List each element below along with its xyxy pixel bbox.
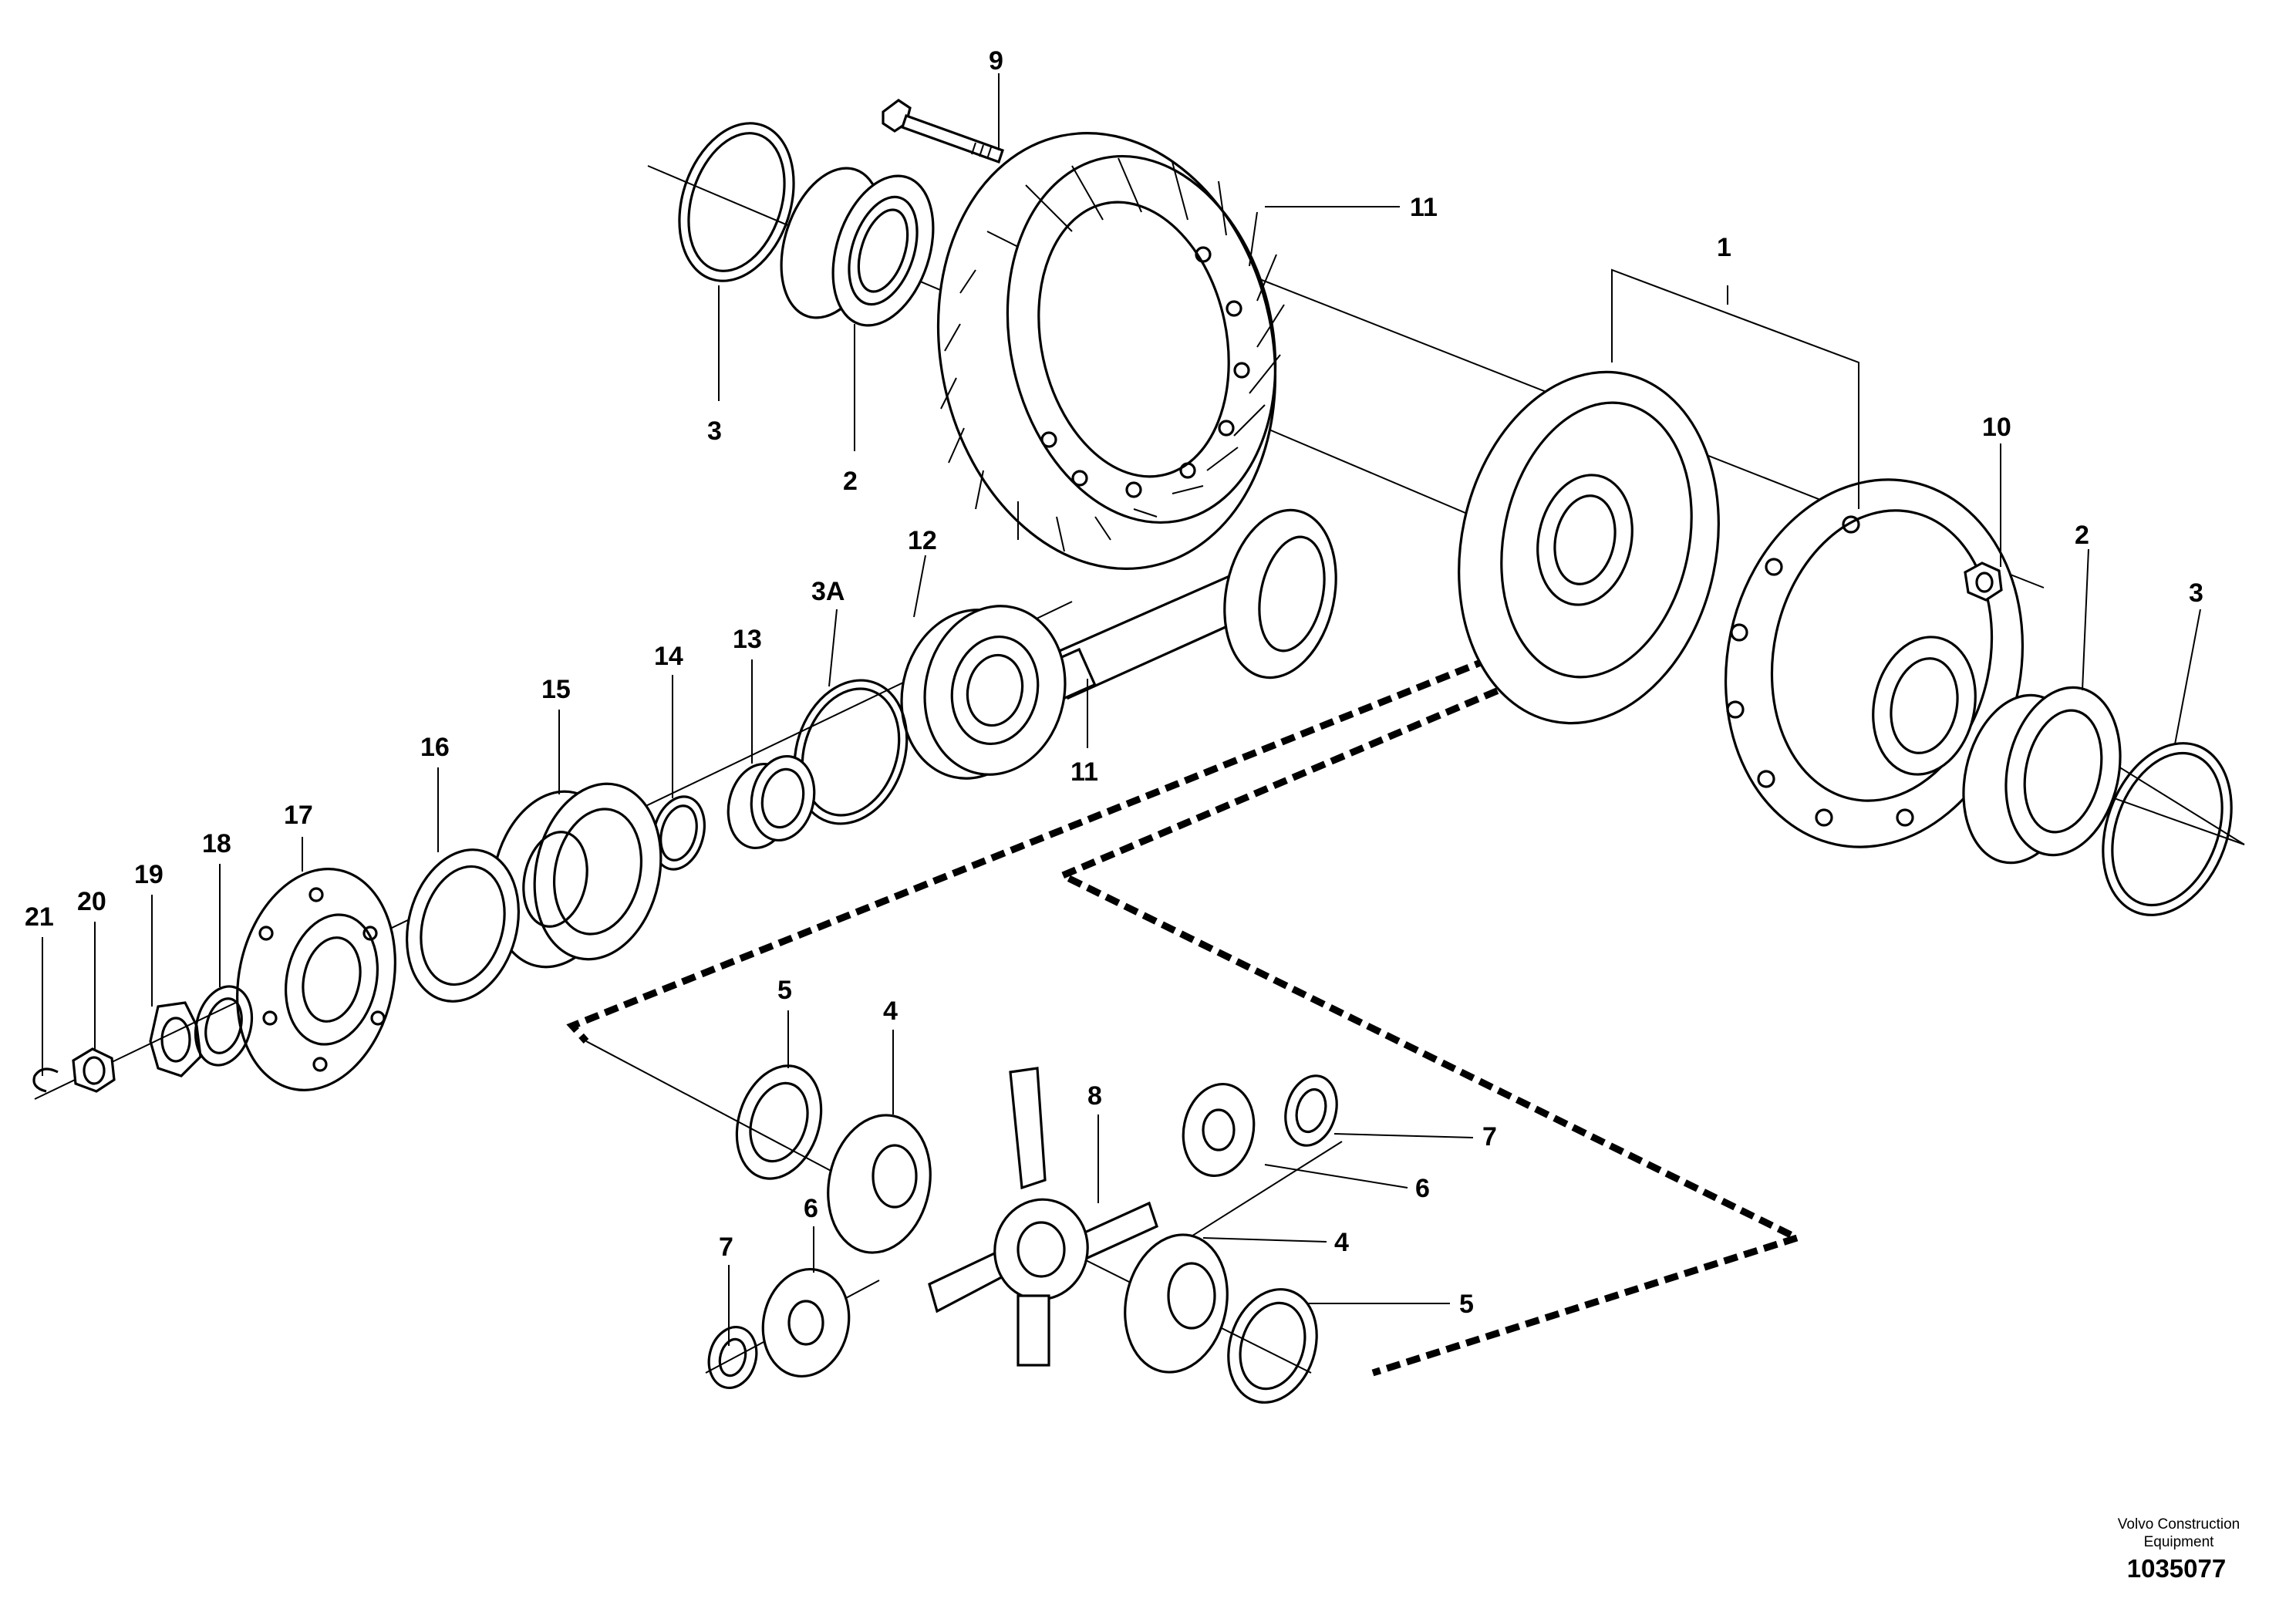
leader-lines (42, 73, 2201, 1346)
snap-ring-3a (793, 679, 909, 825)
companion-flange (236, 868, 396, 1091)
snap-ring-upper (678, 122, 795, 282)
label-4-lower: 4 (1334, 1228, 1349, 1257)
label-6-right: 6 (1415, 1174, 1430, 1203)
differential-gears (707, 1064, 1338, 1404)
footer: Volvo Construction Equipment 1035077 (2118, 1516, 2240, 1583)
document-number: 1035077 (2127, 1554, 2226, 1583)
snap-ring-right (2102, 742, 2233, 916)
bolt (882, 99, 1005, 164)
label-13: 13 (733, 625, 762, 654)
taper-bearing-pinion (491, 782, 663, 969)
label-2-upper: 2 (843, 467, 858, 496)
label-10: 10 (1982, 413, 2011, 442)
label-2-right: 2 (2075, 521, 2089, 550)
label-14: 14 (654, 642, 683, 671)
label-7-right: 7 (1482, 1122, 1497, 1152)
seal-ring (406, 848, 520, 1003)
part-labels: 9 11 1 10 2 3 3 2 12 3A 13 14 15 16 17 1… (25, 46, 2203, 1319)
label-20: 20 (77, 887, 106, 916)
label-12: 12 (908, 526, 937, 555)
crown-ring-gear (936, 132, 1285, 570)
label-11-lower: 11 (1070, 757, 1098, 787)
dashed-group-lines (566, 578, 1806, 1377)
label-9: 9 (989, 46, 1003, 76)
label-19: 19 (134, 860, 164, 889)
label-5-lower: 5 (1459, 1290, 1474, 1319)
label-3-right: 3 (2189, 578, 2203, 608)
label-16: 16 (420, 733, 450, 762)
label-18: 18 (202, 829, 231, 858)
nut (1964, 561, 2003, 602)
brand-line-1: Volvo Construction (2118, 1516, 2240, 1533)
flange-nut (72, 1047, 116, 1093)
label-8: 8 (1087, 1081, 1102, 1111)
label-11-upper: 11 (1410, 193, 1438, 222)
lock-plate (149, 1001, 202, 1077)
label-3a: 3A (811, 577, 845, 606)
spacer-sleeve (727, 754, 816, 850)
label-17: 17 (284, 801, 313, 830)
label-1: 1 (1717, 233, 1731, 262)
label-21: 21 (25, 902, 54, 932)
brand-line-2: Equipment (2144, 1534, 2215, 1550)
label-15: 15 (541, 675, 571, 704)
ball-bearing (900, 605, 1067, 780)
label-4-upper: 4 (883, 996, 898, 1026)
label-5-upper: 5 (777, 976, 792, 1005)
drive-pinion (1035, 508, 1337, 706)
taper-bearing-right (1962, 686, 2122, 865)
label-6-left: 6 (804, 1194, 818, 1223)
differential-housing (1458, 370, 2025, 848)
taper-bearing-upper-left (780, 167, 935, 327)
retaining-clip (32, 1067, 59, 1093)
washer (194, 985, 253, 1067)
label-3-upper: 3 (707, 416, 722, 446)
label-7-left: 7 (719, 1233, 733, 1262)
